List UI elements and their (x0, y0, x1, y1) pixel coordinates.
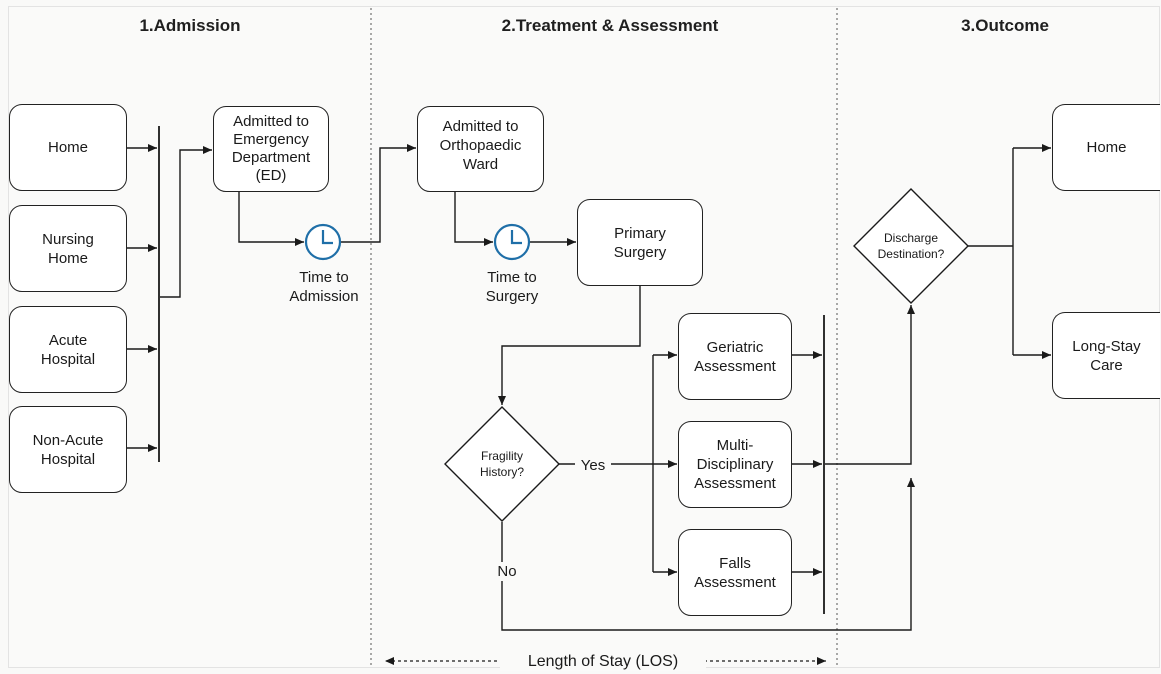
fragility-diamond (444, 406, 560, 522)
label-yes: Yes (575, 456, 611, 475)
label-fragility-history: Fragility History? (479, 449, 524, 479)
node-geriatric-assessment: Geriatric Assessment (678, 313, 792, 400)
clock-icon (493, 223, 531, 261)
label-no: No (493, 562, 521, 581)
node-falls-assessment: Falls Assessment (678, 529, 792, 616)
node-ortho-ward: Admitted to Orthopaedic Ward (417, 106, 544, 192)
label-time-to-admission: Time to Admission (289, 269, 359, 305)
node-primary-surgery: Primary Surgery (577, 199, 703, 286)
node-ed: Admitted to Emergency Department (ED) (213, 106, 329, 192)
label-length-of-stay: Length of Stay (LOS) (500, 652, 706, 671)
source-non-acute-hospital: Non-Acute Hospital (9, 406, 127, 493)
outcome-home: Home (1052, 104, 1160, 191)
node-multidisciplinary-assessment: Multi- Disciplinary Assessment (678, 421, 792, 508)
outcome-long-stay-care: Long-Stay Care (1052, 312, 1160, 399)
source-nursing-home: Nursing Home (9, 205, 127, 292)
source-home: Home (9, 104, 127, 191)
arrow-surgery-to-fragility (498, 286, 641, 405)
arrow-bar-to-discharge (825, 305, 915, 465)
clock-icon (304, 223, 342, 261)
section-title-admission: 1.Admission (139, 16, 241, 35)
section-title-outcome: 3.Outcome (961, 16, 1049, 35)
discharge-diamond (853, 188, 969, 304)
source-acute-hospital: Acute Hospital (9, 306, 127, 393)
arrow-clock-to-ortho (341, 144, 416, 243)
diagram-frame (8, 6, 1160, 668)
section-title-treatment: 2.Treatment & Assessment (501, 16, 719, 35)
arrow-ed-to-clock (238, 192, 304, 246)
label-discharge-destination: Discharge Destination? (877, 231, 945, 261)
arrow-bar-to-ed (160, 146, 212, 298)
label-time-to-surgery: Time to Surgery (485, 269, 539, 305)
arrow-ortho-to-clock (454, 191, 493, 246)
